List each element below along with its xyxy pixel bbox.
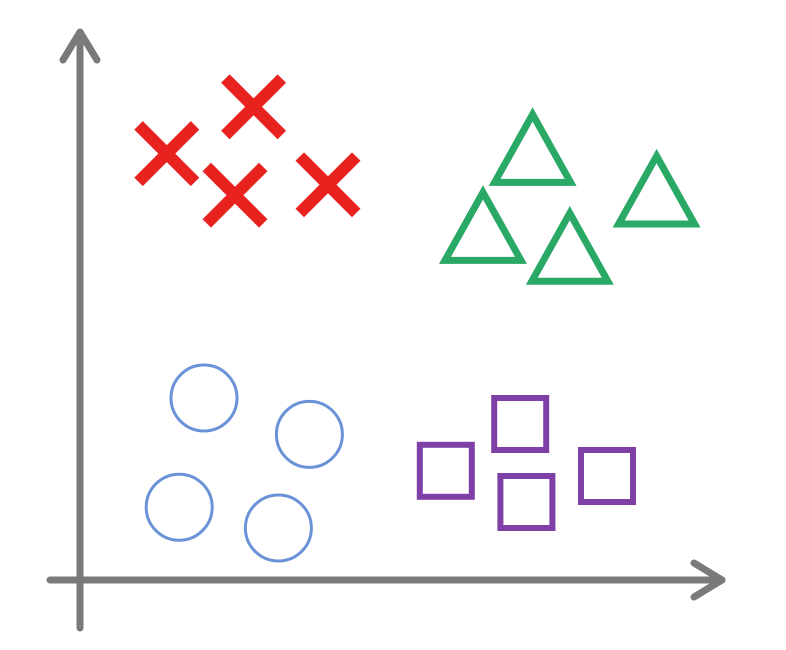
square-point-2 [491,395,550,453]
series-x-cross [134,74,361,228]
circle-point-2 [274,399,344,469]
circle-point-4 [243,493,313,563]
x-cross-point-3 [202,162,268,228]
series-square [416,395,636,531]
x-cross-point-4 [295,152,361,218]
x-cross-point-1 [134,121,200,187]
triangle-point-3 [525,206,614,285]
triangle-point-4 [612,148,701,228]
series-circle [144,363,344,563]
square-point-1 [416,441,475,500]
triangle-point-2 [439,185,527,264]
data-points [134,74,701,563]
square-point-3 [497,473,556,531]
y-axis-arrowhead [59,28,101,64]
x-cross-point-2 [221,74,287,140]
triangle-point-1 [488,107,577,186]
square-point-4 [578,447,636,505]
circle-point-3 [144,472,214,542]
axes [46,28,726,632]
series-triangle [439,107,701,285]
circle-point-1 [169,363,239,433]
x-axis-arrowhead [690,559,726,601]
